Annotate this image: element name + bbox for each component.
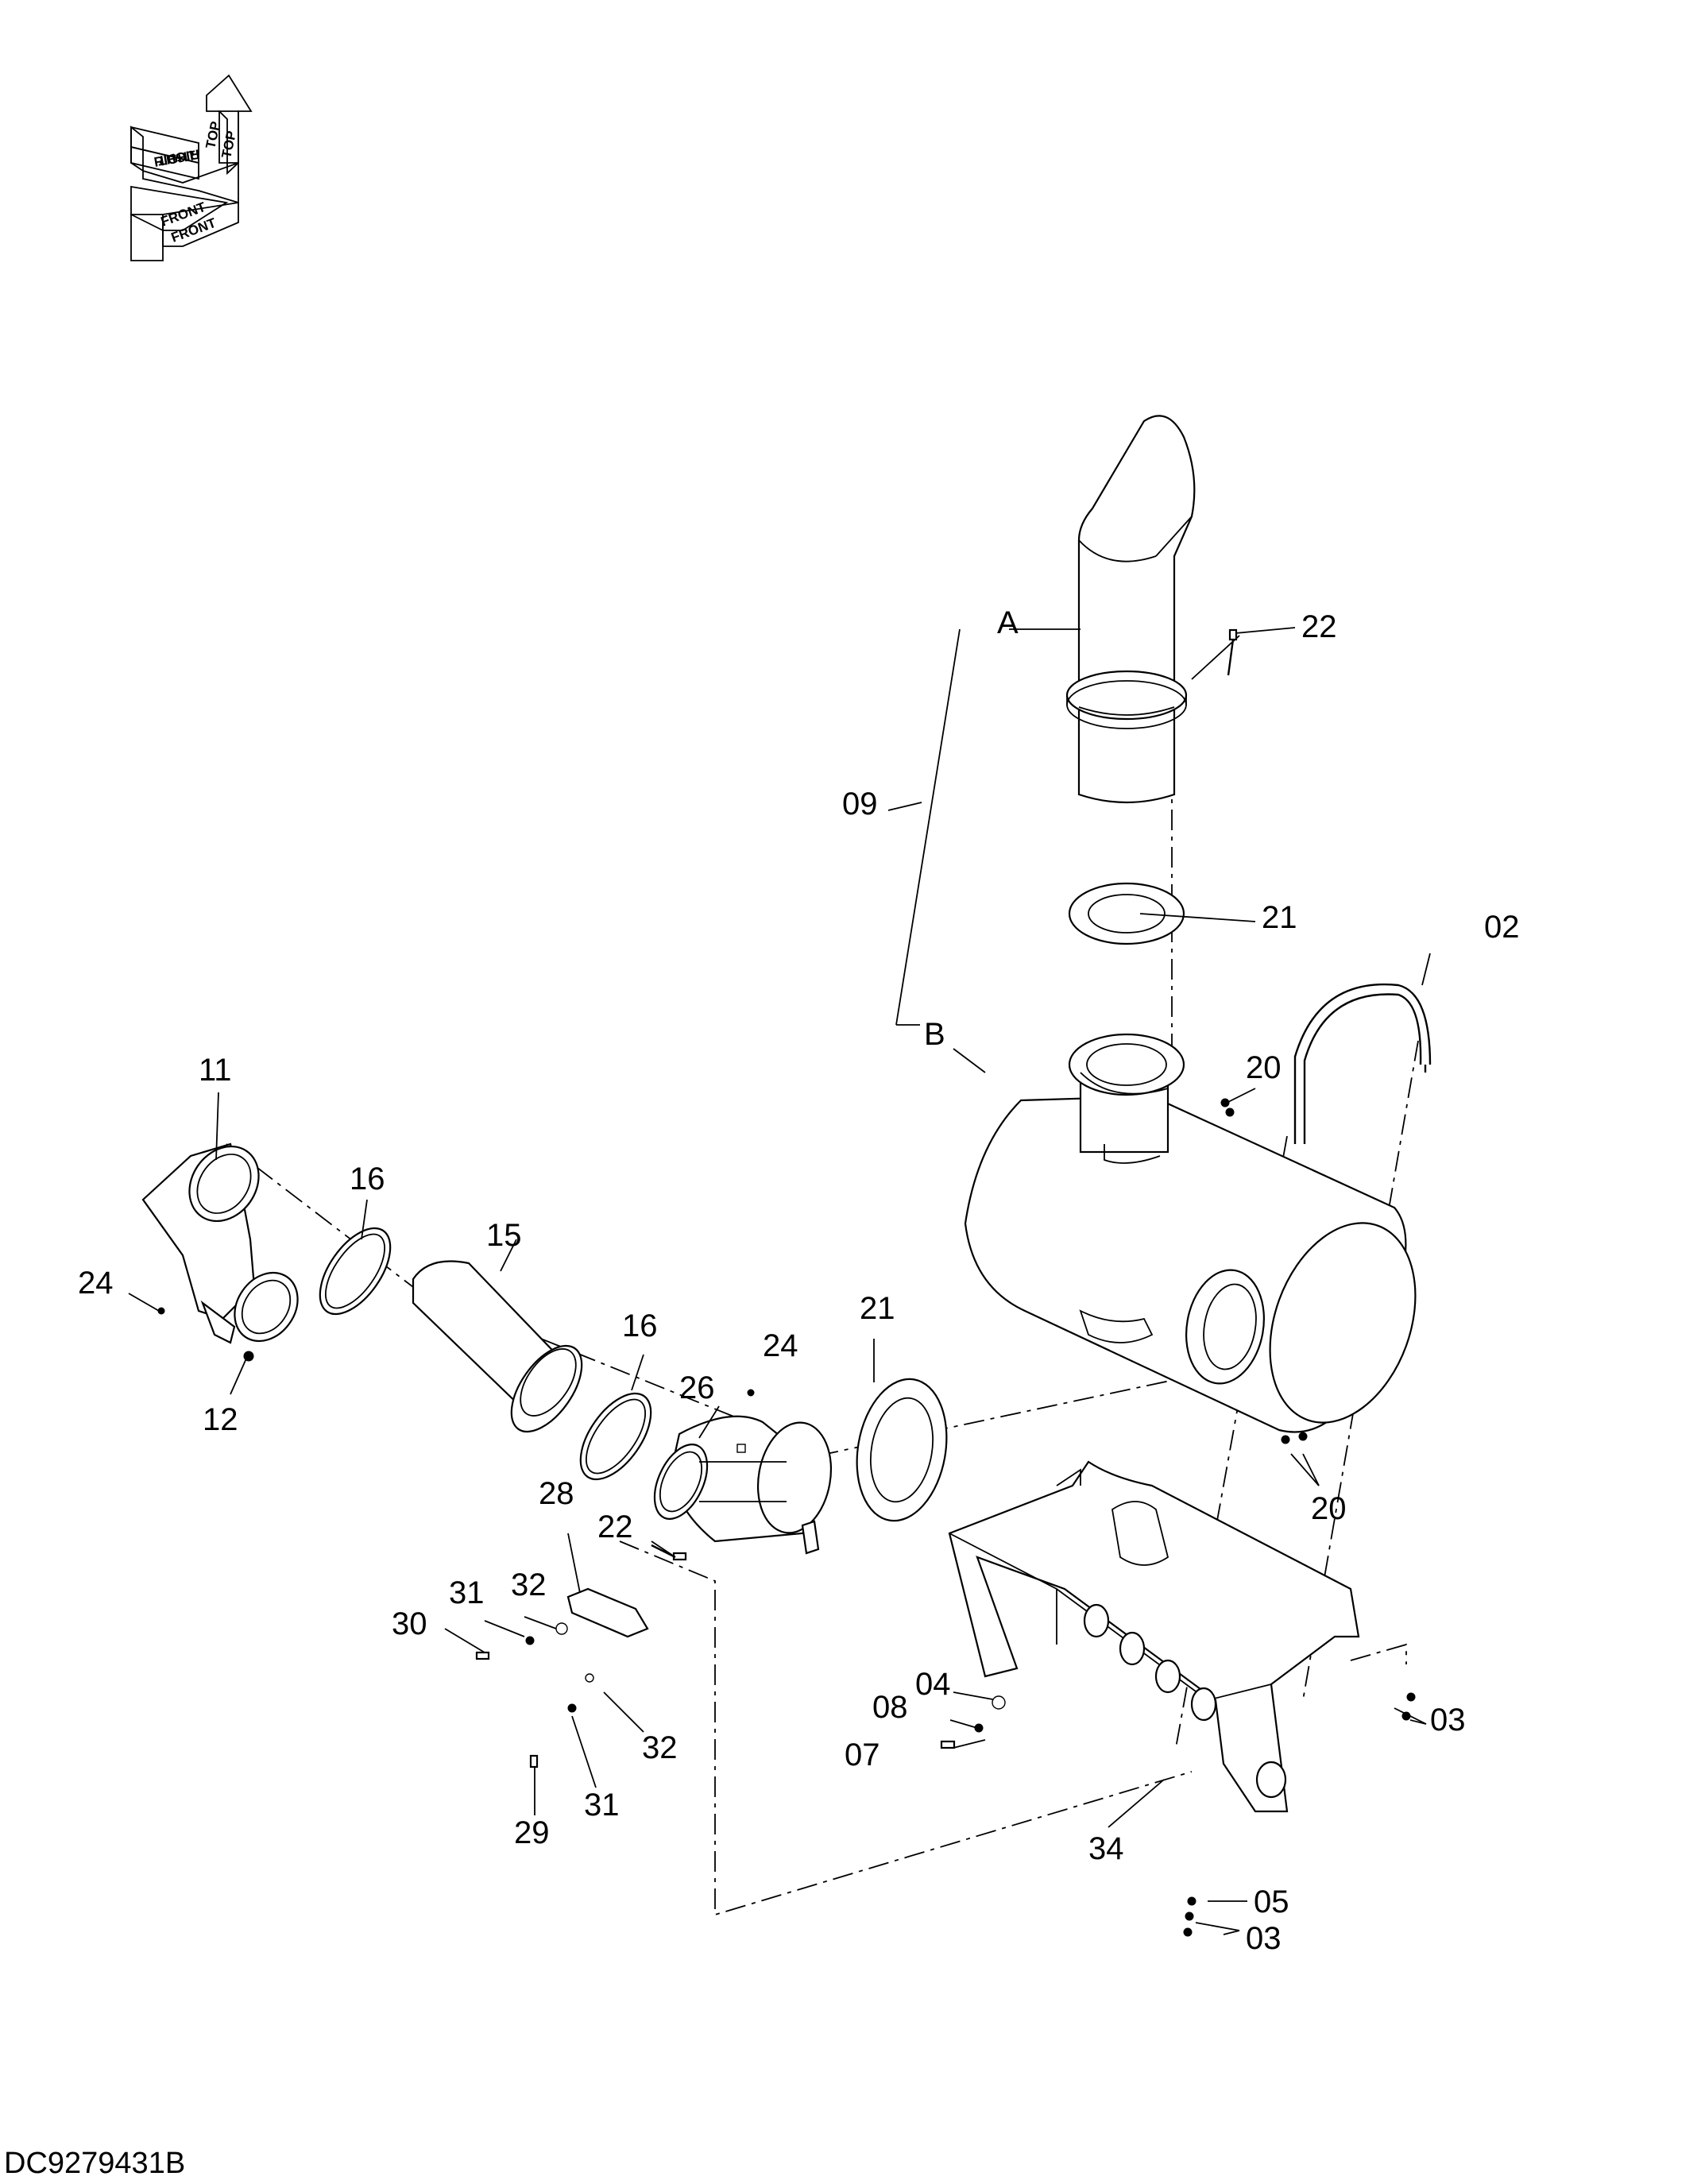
orientation-right-label-back: RIGHT [157, 146, 201, 168]
callout-24-left: 24 [78, 1266, 114, 1301]
bracket-part-34 [948, 1460, 1360, 1813]
callout-32-lower: 32 [642, 1730, 678, 1765]
callouts: A B 09 22 21 02 20 20 11 16 15 16 21 26 … [78, 605, 1520, 1956]
muffler-body [964, 1033, 1417, 1433]
callout-32-upper: 32 [511, 1567, 547, 1602]
stack-pipe-part-09 [1065, 415, 1196, 804]
callout-24-right: 24 [763, 1328, 798, 1363]
callout-16-right: 16 [622, 1308, 658, 1343]
callout-31-upper: 31 [449, 1575, 485, 1610]
bracket-part-28 [566, 1587, 649, 1638]
callout-29: 29 [514, 1815, 550, 1850]
u-bolt-part-02 [1293, 983, 1432, 1144]
adapter-part-26 [653, 1415, 833, 1555]
elbow-part-11 [141, 1142, 299, 1344]
callout-ref-a: A [997, 605, 1019, 640]
callout-21-lower: 21 [860, 1291, 895, 1326]
sleeve-part-15 [412, 1260, 583, 1433]
callout-04: 04 [915, 1667, 951, 1702]
callout-22-lower: 22 [597, 1509, 633, 1544]
callout-03-bottom: 03 [1246, 1921, 1282, 1956]
callout-09: 09 [842, 787, 878, 821]
callout-07: 07 [845, 1738, 880, 1772]
orientation-icon: TOP TOP RIGHT RIGHT FRONT FRONT [130, 74, 253, 261]
o-ring-part-16-left [319, 1227, 392, 1316]
callout-30: 30 [392, 1606, 427, 1641]
callout-03-right: 03 [1430, 1703, 1466, 1738]
callout-08: 08 [872, 1690, 908, 1725]
callout-ref-b: B [924, 1017, 945, 1052]
callout-11: 11 [199, 1053, 232, 1088]
callout-12: 12 [203, 1402, 238, 1437]
callout-22-top: 22 [1301, 609, 1337, 644]
callout-20-upper: 20 [1246, 1050, 1282, 1085]
callout-34: 34 [1088, 1831, 1124, 1866]
callout-05: 05 [1254, 1884, 1289, 1919]
callout-02: 02 [1484, 910, 1520, 945]
gasket-part-21-lower [856, 1378, 948, 1522]
fasteners [157, 628, 1416, 1937]
o-ring-part-16-right [579, 1392, 652, 1481]
callout-28: 28 [539, 1476, 574, 1511]
callout-31-lower: 31 [584, 1788, 620, 1823]
orientation-top-label-back: TOP [218, 129, 239, 160]
callout-21-upper: 21 [1262, 900, 1297, 935]
drawing-code: DC9279431B [4, 2147, 185, 2180]
callout-20-lower: 20 [1311, 1491, 1347, 1526]
callout-15: 15 [486, 1218, 522, 1253]
gasket-part-21-upper [1068, 882, 1185, 945]
callout-26: 26 [679, 1370, 715, 1405]
leader-lines [128, 627, 1431, 1935]
callout-16-left: 16 [350, 1162, 385, 1196]
